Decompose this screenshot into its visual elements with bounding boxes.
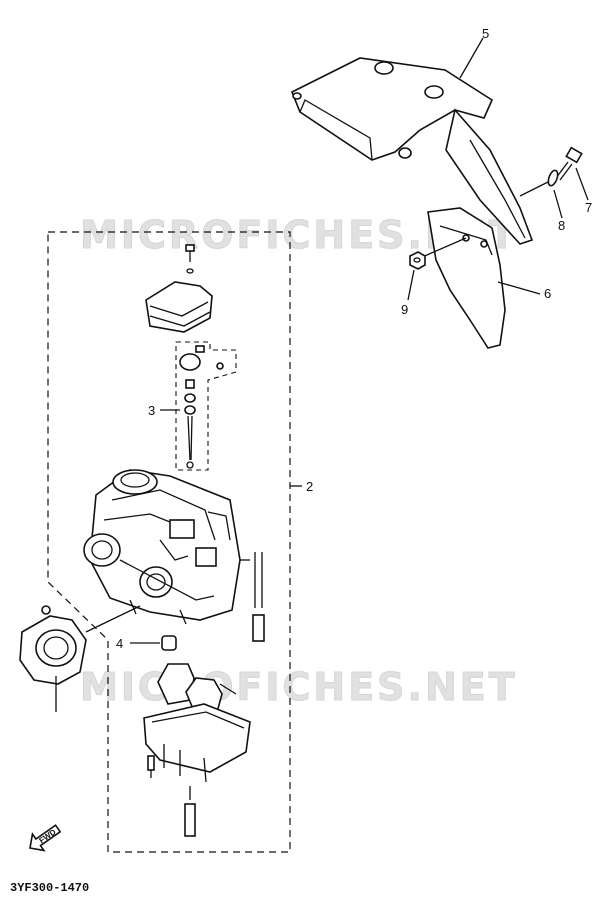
callout-5: 5 bbox=[482, 26, 489, 41]
callout-8: 8 bbox=[558, 218, 565, 233]
callout-2: 2 bbox=[306, 479, 313, 494]
jet-needle-part-3[interactable] bbox=[179, 345, 224, 469]
washer-part-8[interactable] bbox=[547, 169, 560, 187]
diagram-code: 3YF300-1470 bbox=[10, 881, 89, 895]
carburetor-top-cover[interactable] bbox=[145, 281, 213, 333]
float-bowl[interactable] bbox=[143, 703, 251, 783]
callout-7: 7 bbox=[585, 200, 592, 215]
bolt-part-7[interactable] bbox=[555, 146, 583, 181]
watermark-bottom: MICROFICHES.NET bbox=[80, 665, 518, 709]
forward-direction-arrow: FWD bbox=[29, 824, 62, 852]
drain-tube[interactable] bbox=[184, 786, 196, 837]
jet-part-4[interactable] bbox=[161, 635, 177, 651]
linkage-rod[interactable] bbox=[240, 552, 265, 642]
callout-3: 3 bbox=[148, 403, 155, 418]
bracket-part-5[interactable] bbox=[290, 57, 534, 245]
carburetor-assembly-boundary bbox=[47, 231, 291, 853]
top-screw[interactable] bbox=[185, 244, 195, 274]
needle-assembly-boundary bbox=[175, 341, 237, 471]
callout-9: 9 bbox=[401, 302, 408, 317]
callout-6: 6 bbox=[544, 286, 551, 301]
nut-part-9[interactable] bbox=[409, 251, 426, 270]
callout-4: 4 bbox=[116, 636, 123, 651]
carburetor-body[interactable] bbox=[83, 469, 241, 625]
intake-joint[interactable] bbox=[19, 605, 141, 712]
